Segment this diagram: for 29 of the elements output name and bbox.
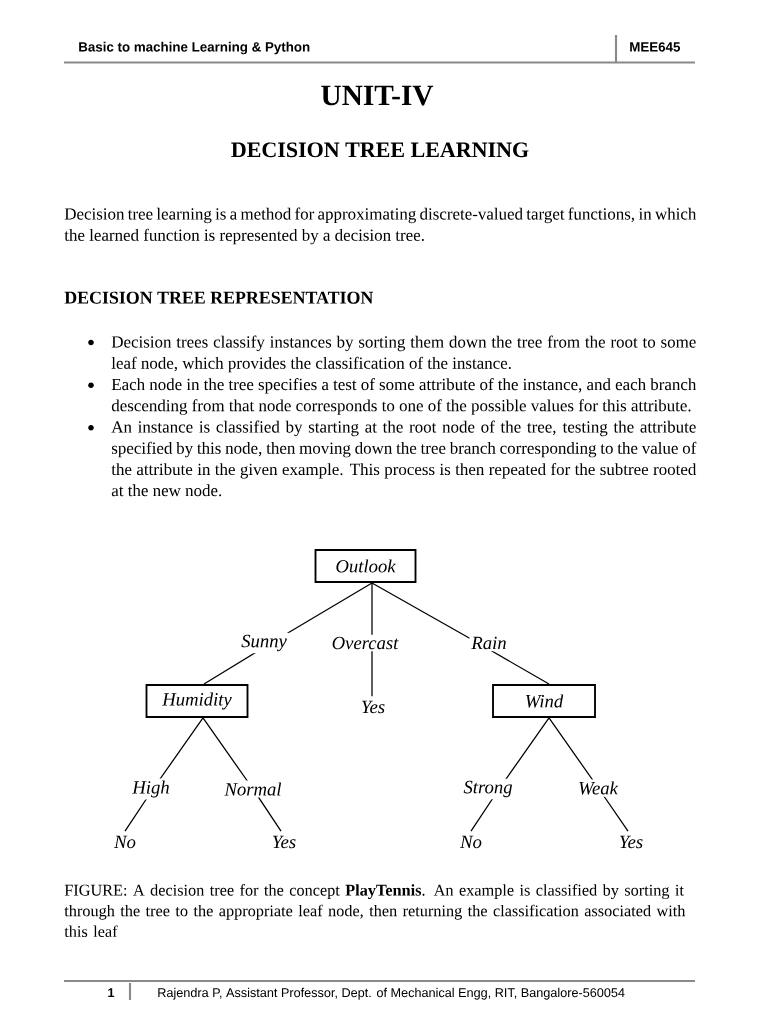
- attribute-box: Wind: [492, 684, 596, 718]
- bullet-text: An instance is classified by starting at the root node of the tree, testing the attribute specified by this node, then moving down the tree branch corresponding to the value of the attribute in the given example. This process is then repeated for the subtree rooted at the new node.: [111, 420, 697, 497]
- leaf-label: Yes: [272, 835, 296, 849]
- unit-heading: UNIT-IV: [321, 85, 434, 106]
- course-code: MEE645: [630, 42, 681, 52]
- intro-paragraph: Decision tree learning is a method for approximating discrete-valued target functions, in which the learned function is represented by a decision tree.: [64, 207, 697, 245]
- edge-label: Rain: [469, 634, 509, 652]
- edge-label: Strong: [461, 778, 515, 800]
- edge-label: Overcast: [329, 634, 401, 652]
- page-title: DECISION TREE LEARNING: [231, 142, 529, 158]
- leaf-label: Yes: [361, 700, 385, 714]
- leaf-label: No: [459, 835, 482, 849]
- page-number: 1: [108, 988, 115, 997]
- attribute-box: Outlook: [314, 549, 417, 583]
- edge-label: High: [130, 778, 172, 800]
- edge-label: Normal: [222, 780, 284, 798]
- footer-text: Rajendra P, Assistant Professor, Dept. of Mechanical Engg, RIT, Bangalore-560054: [158, 987, 625, 1000]
- header-text: Basic to machine Learning & Python: [79, 41, 310, 55]
- edge-label: Sunny: [239, 632, 289, 654]
- branch-line: [371, 582, 373, 697]
- branch-line: [371, 582, 550, 685]
- figure-caption: FIGURE: A decision tree for the concept PlayTennis. An example is classified by sorting it through the tree to the appropriate leaf node, then returning the classification associated with this leaf: [64, 884, 686, 937]
- bullet-text: Each node in the tree specifies a test of some attribute of the instance, and each branch descending from that node corresponds to one of the possible values for this attribute.: [111, 378, 697, 415]
- section-heading: DECISION TREE REPRESENTATION: [64, 291, 374, 304]
- edge-label: Weak: [576, 779, 620, 797]
- bullet-text: Decision trees classify instances by sorting them down the tree from the root to some leaf node, which provides the classification of the instance.: [111, 335, 696, 373]
- leaf-label: Yes: [619, 835, 643, 849]
- leaf-label: No: [113, 835, 136, 849]
- attribute-box: Humidity: [145, 684, 249, 718]
